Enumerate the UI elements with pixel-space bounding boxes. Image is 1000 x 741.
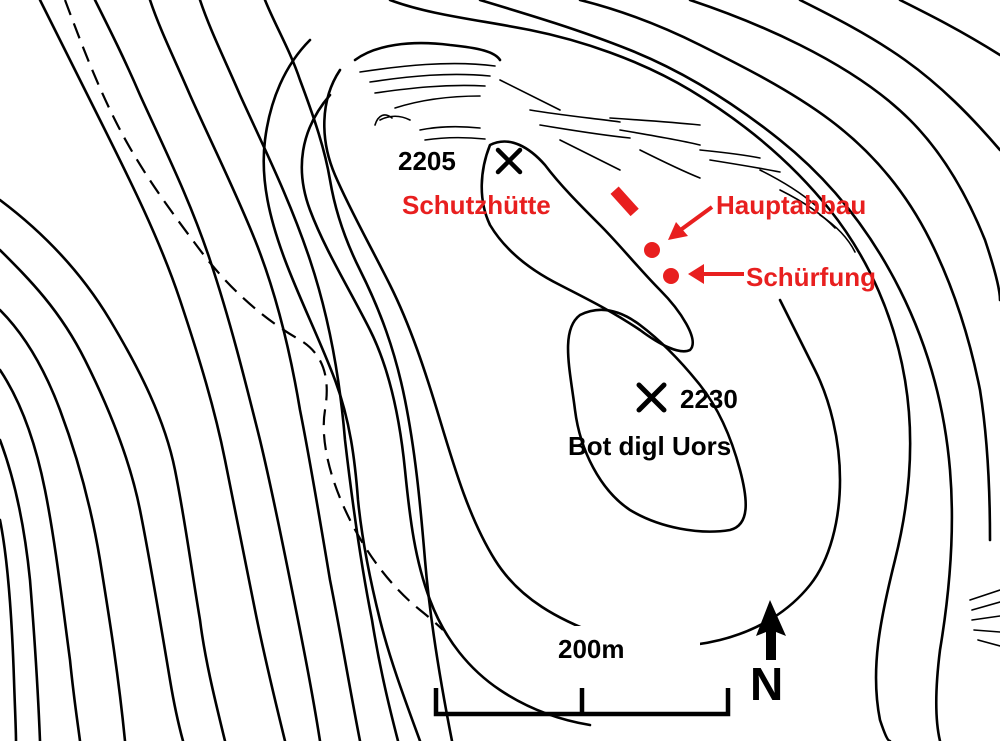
summit-2205: 2205 <box>398 146 523 176</box>
main-mine-marker: Hauptabbau <box>644 190 866 258</box>
x-cross-icon <box>495 147 523 175</box>
north-arrow-icon <box>756 600 786 660</box>
elevation-label: 2205 <box>398 146 456 176</box>
scale-bar-label: 200m <box>558 634 625 664</box>
summit-name-label: Bot digl Uors <box>568 431 731 461</box>
dot-icon <box>644 242 660 258</box>
rectangle-icon <box>610 186 639 217</box>
east-cliff-hatching <box>969 589 1000 647</box>
hut-marker: Schutzhütte <box>402 186 639 220</box>
cliff-hatching <box>359 62 856 253</box>
prospect-label: Schürfung <box>746 262 876 292</box>
elevation-label: 2230 <box>680 384 738 414</box>
main-mine-label: Hauptabbau <box>716 190 866 220</box>
north-arrow: N <box>750 600 786 710</box>
arrow-head <box>688 264 704 284</box>
prospect-marker: Schürfung <box>663 262 876 292</box>
dot-icon <box>663 268 679 284</box>
x-cross-icon <box>636 382 667 413</box>
summit-2230: 2230 Bot digl Uors <box>568 382 738 461</box>
trail-line <box>63 0 444 631</box>
hut-label: Schutzhütte <box>402 190 551 220</box>
arrow-head <box>668 222 688 240</box>
north-label: N <box>750 658 783 710</box>
scale-bar: 200m <box>433 626 731 717</box>
